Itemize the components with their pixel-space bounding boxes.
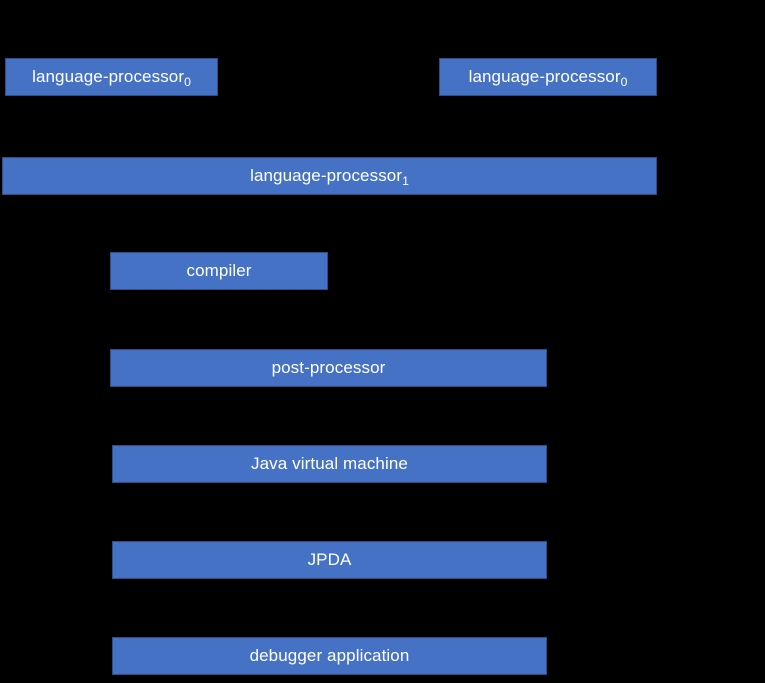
node-label: post-processor	[271, 358, 386, 377]
node-post-processor: post-processor	[110, 349, 547, 387]
node-label: JPDA	[307, 550, 352, 569]
node-label: debugger application	[249, 646, 410, 665]
node-debugger-application: debugger application	[112, 637, 547, 675]
node-language-processor-0-right: language-processor0	[439, 58, 657, 96]
node-label-subscript: 0	[184, 74, 191, 89]
node-label: language-processor1	[250, 166, 409, 188]
node-label-subscript: 1	[402, 173, 409, 188]
node-language-processor-0-left: language-processor0	[5, 58, 218, 96]
node-jpda: JPDA	[112, 541, 547, 579]
node-language-processor-1: language-processor1	[2, 157, 657, 195]
node-label: language-processor0	[32, 67, 191, 89]
node-compiler: compiler	[110, 252, 328, 290]
node-label-subscript: 0	[620, 74, 628, 89]
node-label: Java virtual machine	[251, 454, 408, 473]
node-java-virtual-machine: Java virtual machine	[112, 445, 547, 483]
node-label: language-processor0	[468, 67, 628, 89]
node-label: compiler	[186, 261, 252, 280]
